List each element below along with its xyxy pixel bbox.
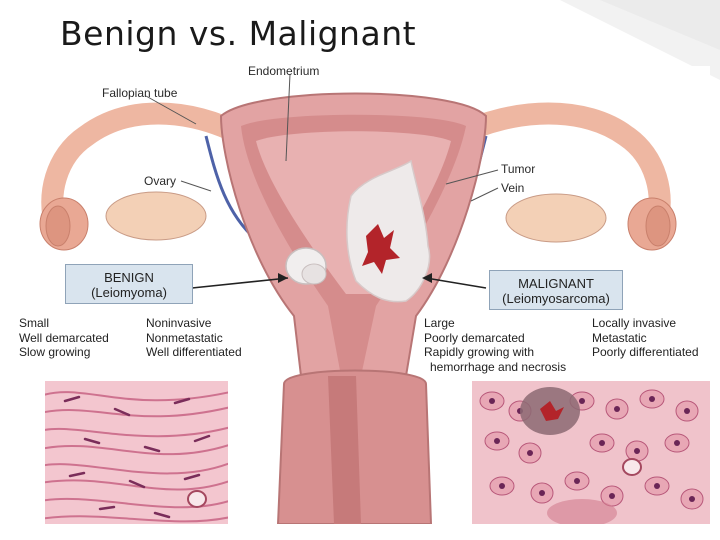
benign-features-left: Small Well demarcated Slow growing (19, 316, 109, 360)
malignant-histology-image (472, 381, 710, 524)
tumor-hemorrhage (362, 224, 400, 274)
left-ovary (105, 191, 207, 241)
tumor-pointer (445, 169, 499, 185)
right-fimbriae (627, 197, 677, 251)
benign-feature: Well demarcated (19, 330, 109, 345)
malignant-sarcoma-pattern (479, 387, 704, 524)
label-tumor: Tumor (501, 162, 536, 176)
malignant-features-right: Locally invasive Metastatic Poorly diffe… (592, 316, 699, 360)
ovary-pointer (180, 180, 212, 192)
malignant-label-box: MALIGNANT (Leiomyosarcoma) (489, 270, 623, 310)
malignant-features-left: Large Poorly demarcated Rapidly growing … (424, 316, 566, 374)
uterus-diagram-figure: Endometrium Fallopian tube Ovary Tumor V… (16, 64, 710, 524)
label-vein: Vein (501, 181, 525, 195)
malignant-subheading: (Leiomyosarcoma) (502, 291, 610, 306)
benign-histology-image (45, 381, 228, 524)
benign-feature: Nonmetastatic (146, 330, 223, 345)
vein-pointer (470, 187, 499, 202)
label-ovary: Ovary (144, 174, 177, 188)
malignant-feature: Large (424, 316, 455, 330)
malignant-feature: Rapidly growing with (424, 345, 535, 359)
benign-heading: BENIGN (104, 270, 154, 285)
benign-feature: Well differentiated (146, 345, 242, 359)
malignant-heading: MALIGNANT (518, 276, 594, 291)
right-fallopian-tube (445, 102, 671, 237)
benign-arrow-line (191, 277, 289, 289)
malignant-feature: hemorrhage and necrosis (430, 359, 567, 374)
left-fimbriae (39, 197, 89, 251)
benign-feature: Noninvasive (146, 316, 212, 330)
slide-title: Benign vs. Malignant (60, 14, 417, 53)
left-fallopian-tube (41, 102, 255, 237)
malignant-tumor (346, 159, 431, 303)
benign-smooth-muscle-pattern (45, 391, 228, 523)
malignant-feature: Poorly demarcated (424, 330, 525, 345)
cervical-canal (328, 376, 361, 524)
fallopian-pointer (145, 95, 197, 125)
benign-arrowhead (278, 273, 288, 283)
malignant-feature: Locally invasive (592, 316, 677, 330)
right-ovary (505, 193, 607, 243)
uterus-illustration (39, 73, 677, 524)
benign-feature: Slow growing (19, 345, 91, 359)
malignant-feature: Poorly differentiated (592, 345, 699, 359)
label-fallopian-tube: Fallopian tube (102, 86, 178, 100)
label-endometrium: Endometrium (248, 64, 320, 78)
malignant-arrow-line (425, 277, 487, 289)
endometrium-pointer (285, 73, 291, 162)
malignant-arrowhead (422, 273, 432, 283)
benign-subheading: (Leiomyoma) (91, 285, 167, 300)
malignant-feature: Metastatic (592, 330, 647, 345)
benign-feature: Small (19, 316, 50, 330)
benign-features-right: Noninvasive Nonmetastatic Well different… (146, 316, 242, 360)
benign-label-box: BENIGN (Leiomyoma) (65, 264, 193, 304)
